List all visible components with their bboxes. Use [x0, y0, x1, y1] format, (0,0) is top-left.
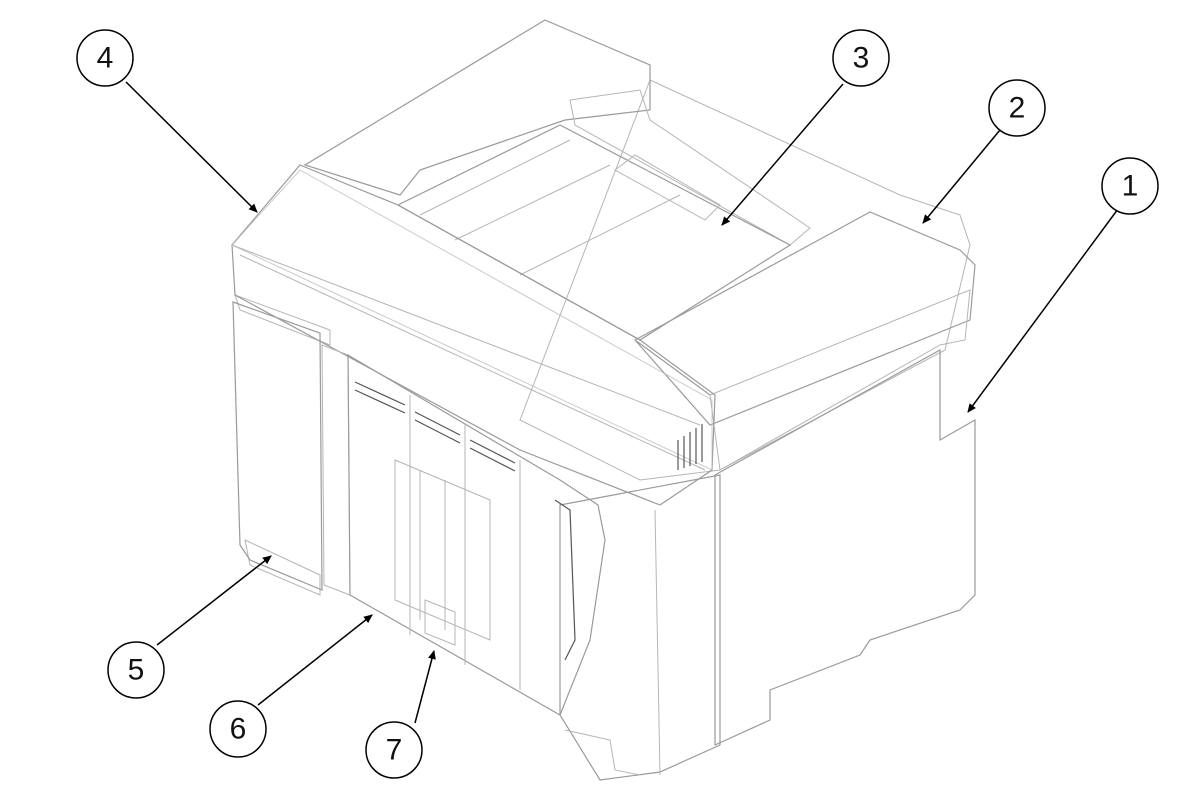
pink-front-door — [321, 344, 606, 716]
yellow-tray-slot — [569, 89, 811, 246]
callout-label: 3 — [853, 42, 870, 75]
callout-label: 1 — [1122, 170, 1139, 203]
blue-handle — [614, 154, 721, 221]
green-edge-line — [239, 254, 706, 471]
blue-groove-1 — [419, 139, 571, 216]
callout-circle — [1101, 157, 1159, 215]
leader-6 — [257, 614, 373, 706]
vent-grille — [677, 424, 703, 470]
leader-5 — [156, 555, 272, 646]
callout-1: 1 — [1101, 157, 1159, 215]
leader-3 — [721, 83, 844, 226]
body-left-strip — [234, 294, 331, 346]
green-cover-top — [231, 164, 716, 506]
body-foot — [564, 729, 641, 776]
leader-7 — [414, 650, 436, 724]
blue-groove-3 — [519, 194, 681, 276]
yellow-left-top — [303, 19, 651, 196]
callout-6: 6 — [209, 700, 267, 758]
right-side-panel — [714, 348, 976, 746]
pink-inner-tray — [394, 459, 491, 646]
callout-circle — [832, 29, 890, 87]
callout-label: 4 — [97, 42, 114, 75]
inner-tray-handle — [424, 599, 456, 646]
pink-door-main — [347, 353, 606, 716]
yellow-edge — [634, 339, 711, 396]
front-green-cover — [231, 164, 716, 506]
leader-1 — [967, 208, 1119, 413]
callout-7: 7 — [365, 721, 423, 779]
pink-vent-bars — [354, 381, 516, 472]
callout-circle — [209, 700, 267, 758]
leader-2 — [922, 129, 1001, 224]
inner-tray-shape — [394, 459, 491, 641]
callout-circle — [107, 641, 165, 699]
orange-side-door — [232, 301, 323, 591]
callout-2: 2 — [988, 79, 1046, 137]
yellow-right-top — [634, 211, 976, 426]
body-edge-line — [654, 509, 661, 776]
callout-label: 6 — [230, 713, 247, 746]
callout-label: 2 — [1009, 92, 1026, 125]
orange-door-shape — [232, 301, 323, 591]
pink-side-rail — [554, 499, 576, 661]
printer-body — [234, 79, 971, 781]
body-back-outline — [519, 79, 971, 481]
green-crease — [231, 244, 701, 426]
callout-circle — [365, 721, 423, 779]
callout-label: 7 — [386, 734, 403, 767]
yellow-right-front — [709, 289, 971, 471]
callout-label: 5 — [128, 654, 145, 687]
pink-door-left-strip — [321, 344, 351, 596]
cyan-panel-shape — [714, 348, 976, 746]
callout-circle — [988, 79, 1046, 137]
leader-4 — [125, 81, 258, 213]
callout-4: 4 — [76, 29, 134, 87]
callout-5: 5 — [107, 641, 165, 699]
callout-circle — [76, 29, 134, 87]
top-yellow-frame — [303, 19, 976, 471]
green-cover-front — [231, 169, 713, 471]
callout-3: 3 — [832, 29, 890, 87]
leader-lines — [125, 81, 1119, 724]
blue-groove-2 — [454, 164, 611, 241]
